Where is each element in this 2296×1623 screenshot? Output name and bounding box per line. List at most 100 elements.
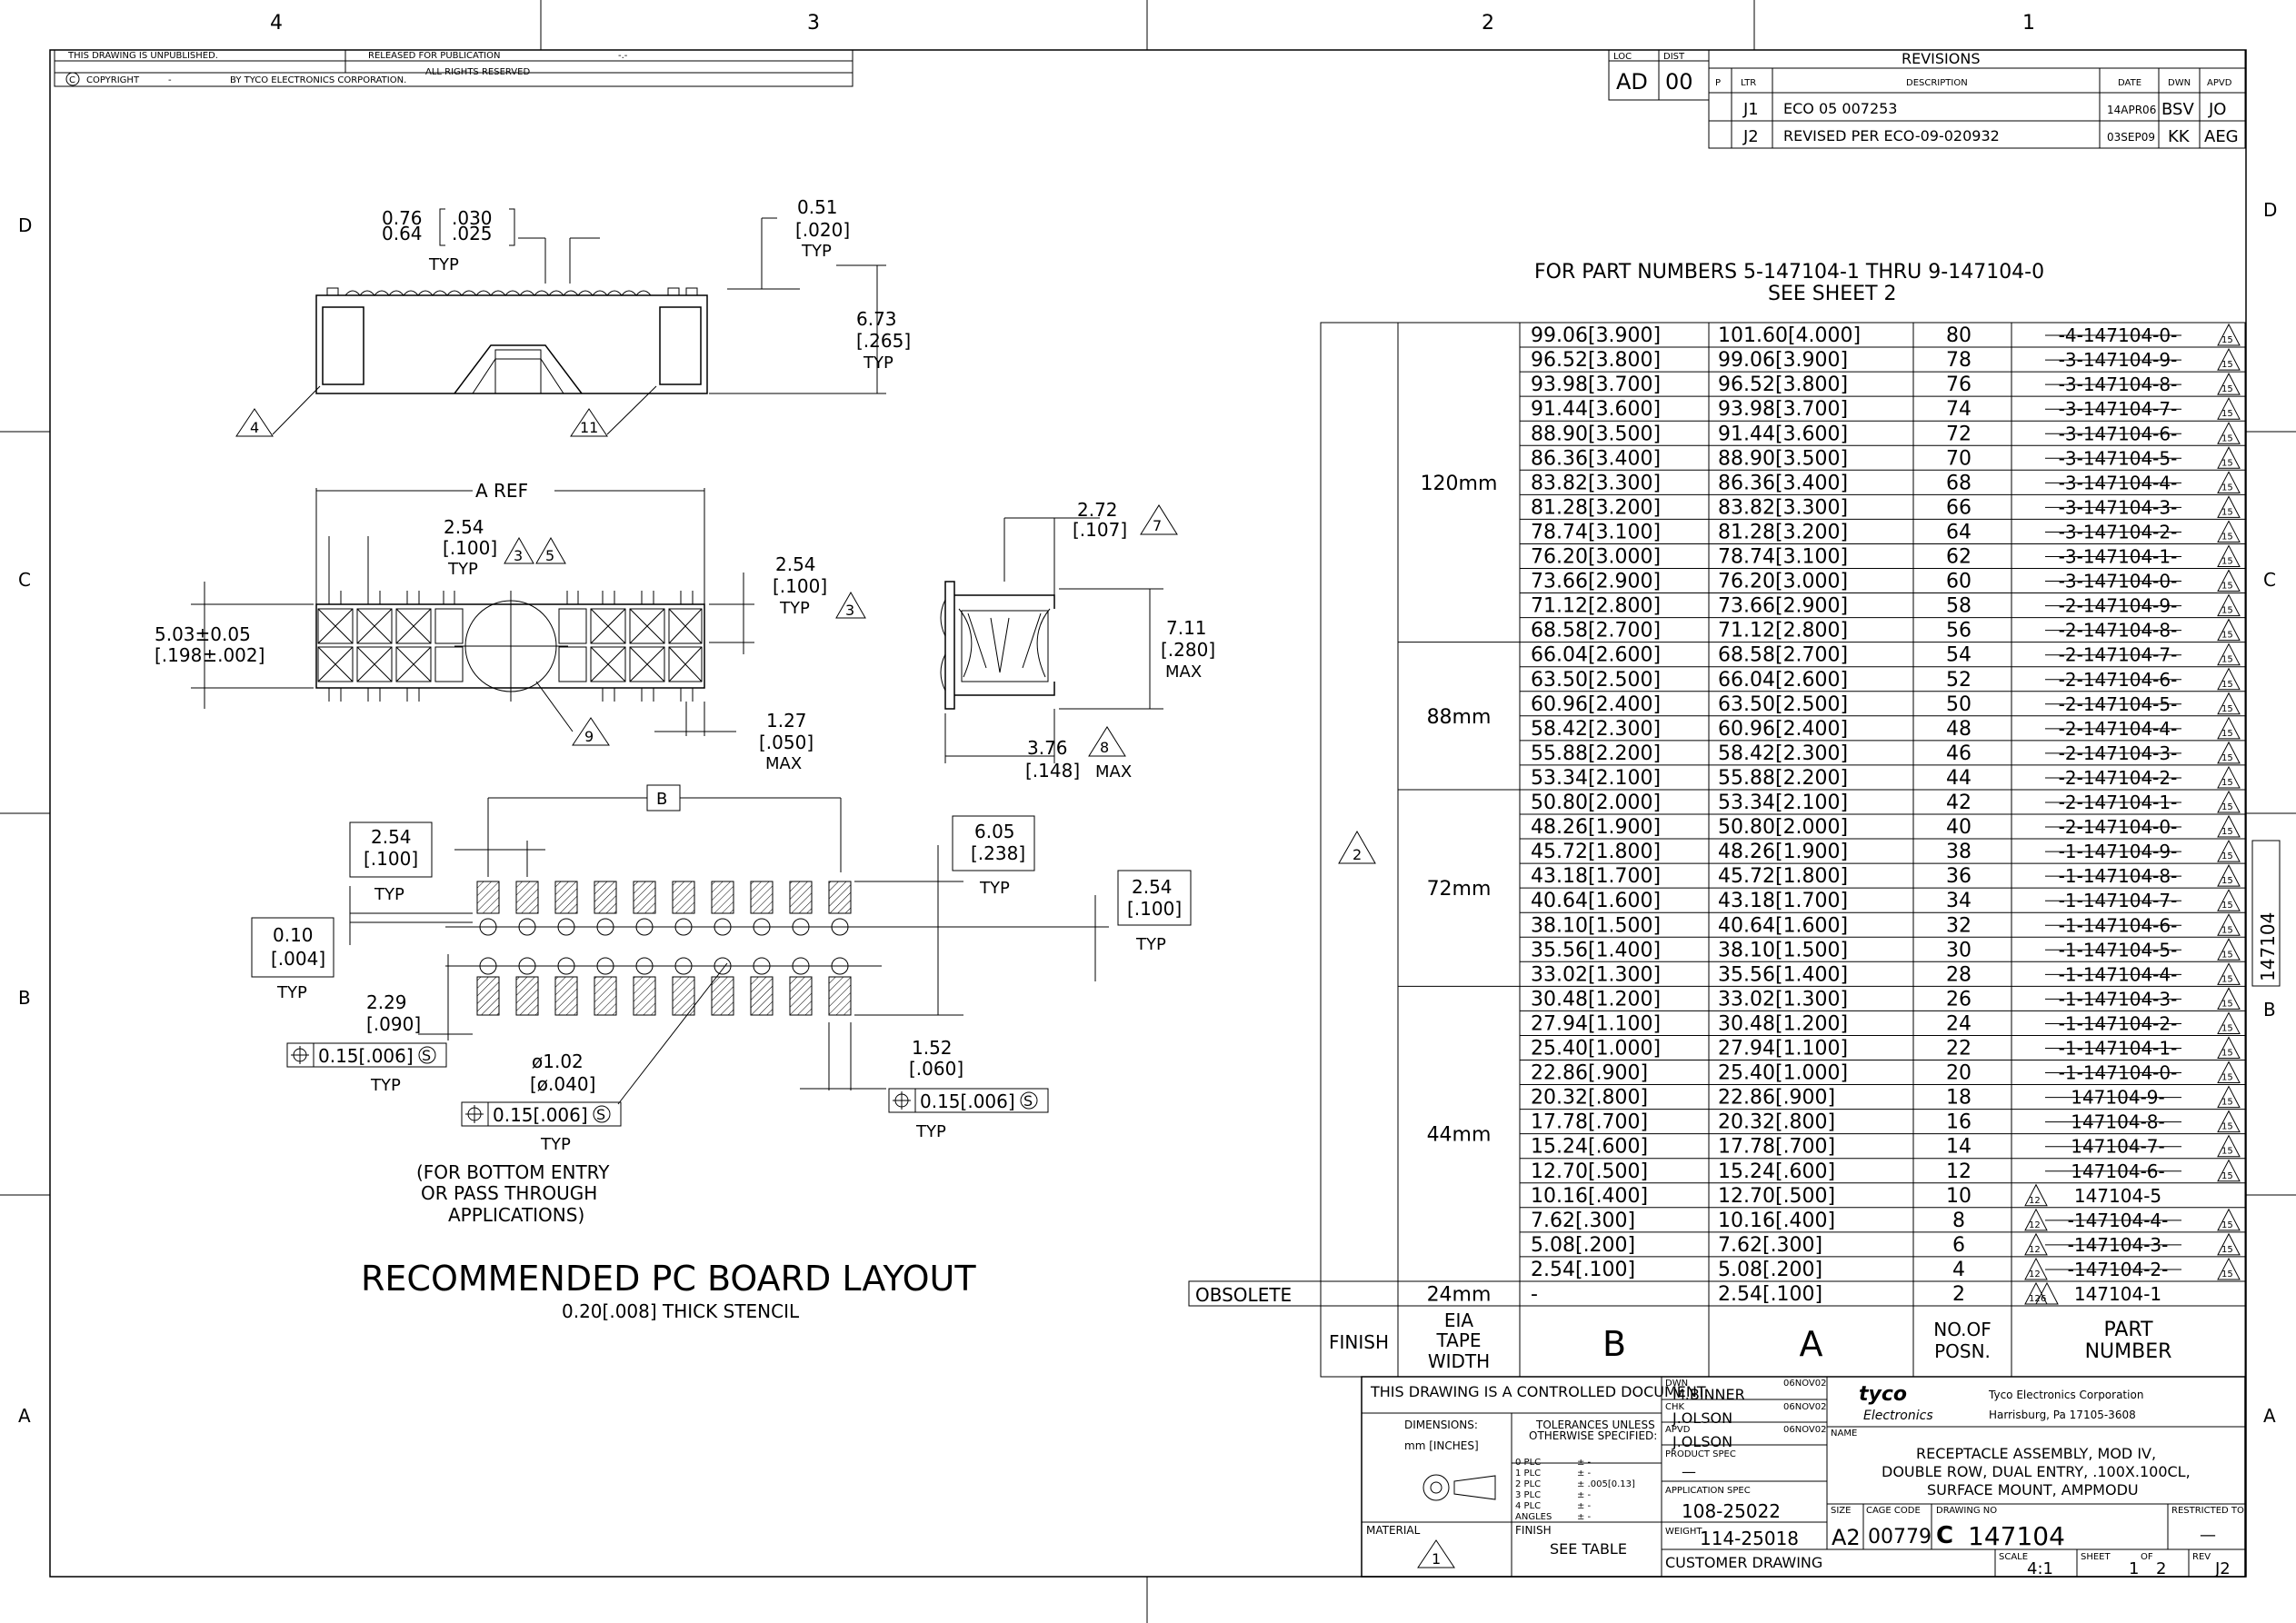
drawn-by: M.BINNER [1672, 1386, 1745, 1403]
tol-place-value: ± - [1577, 1469, 1592, 1479]
restricted-label: RESTRICTED TO [2171, 1506, 2244, 1516]
part-number-table: 99.06[3.900]101.60[4.000]80-4-147104-0-1… [1188, 322, 2246, 1378]
tol-place-value: ± - [1577, 1458, 1592, 1468]
table-cell-b: 50.80[2.000] [1531, 792, 1661, 814]
table-cell-posn: 56 [1946, 620, 1972, 642]
table-cell-b: 17.78[.700] [1531, 1111, 1648, 1134]
table-cell-b: 30.48[1.200] [1531, 988, 1661, 1011]
table-cell-b: 68.58[2.700] [1531, 620, 1661, 642]
table-cell-a: 68.58[2.700] [1718, 644, 1848, 667]
note-flag-15: 15 [2221, 532, 2233, 542]
dim-050: [.050] [759, 732, 814, 753]
table-cell-a: 71.12[2.800] [1718, 620, 1848, 642]
rev-head-date: DATE [2118, 78, 2141, 88]
table-cell-a: 96.52[3.800] [1718, 373, 1848, 396]
table-cell-posn: 38 [1946, 841, 1972, 863]
tape-width-group: 88mm [1427, 706, 1492, 729]
typ-label: TYP [276, 983, 307, 1002]
table-cell-a: 50.80[2.000] [1718, 816, 1848, 839]
table-cell-b: 20.32[.800] [1531, 1087, 1648, 1110]
note-flag-15: 15 [2221, 1147, 2233, 1157]
rev-head-desc: DESCRIPTION [1906, 78, 1968, 88]
tol-label-2: OTHERWISE SPECIFIED: [1529, 1429, 1657, 1442]
table-cell-posn: 18 [1946, 1087, 1972, 1110]
table-cell-a: 60.96[2.400] [1718, 718, 1848, 741]
table-cell-b: 53.34[2.100] [1531, 767, 1661, 790]
note-flag-15: 15 [2221, 680, 2233, 690]
note-flag-5: 5 [545, 547, 554, 564]
note-flag-7: 7 [1153, 517, 1162, 534]
table-cell-b: 27.94[1.100] [1531, 1012, 1661, 1035]
of-value: 2 [2156, 1559, 2166, 1578]
table-cell-posn: 20 [1946, 1062, 1972, 1085]
table-cell-b: 43.18[1.700] [1531, 865, 1661, 888]
note-flag-15: 15 [2221, 778, 2233, 788]
note-flag-6: 6 [2041, 1294, 2046, 1304]
note-flag-15: 15 [2221, 335, 2233, 345]
dim-127: 1.27 [766, 710, 807, 732]
note-flag-15: 15 [2221, 901, 2233, 911]
table-cell-posn: 8 [1952, 1210, 1965, 1232]
material-label: MATERIAL [1366, 1524, 1421, 1537]
table-cell-b: 7.62[.300] [1531, 1210, 1635, 1232]
note-flag-15: 15 [2221, 876, 2233, 886]
note-flag-15: 15 [2221, 606, 2233, 616]
note-flag-2: 2 [1353, 846, 1362, 863]
tol-place-label: 2 PLC [1515, 1479, 1541, 1489]
side-view: 2.72 [.107] 7 7.11 [.280] MAX 3.76 [.148… [940, 499, 1215, 782]
rev-row-apvd: JO [2208, 100, 2226, 119]
note-flag-15: 15 [2221, 557, 2233, 567]
table-cell-a: 78.74[3.100] [1718, 546, 1848, 569]
zone-top-4: 4 [270, 12, 283, 35]
rev-row-ltr: J2 [1742, 127, 1759, 146]
dim-272: 2.72 [1077, 499, 1118, 521]
note-flag-15: 15 [2221, 753, 2233, 763]
table-cell-b: 83.82[3.300] [1531, 472, 1661, 494]
table-cell-b: 35.56[1.400] [1531, 939, 1661, 961]
note-flag-15: 15 [2221, 1270, 2233, 1279]
released-text: RELEASED FOR PUBLICATION [368, 51, 500, 61]
table-cell-b: 38.10[1.500] [1531, 914, 1661, 937]
note-flag-15: 15 [2221, 974, 2233, 984]
stencil-note: 0.20[.008] THICK STENCIL [562, 1300, 800, 1322]
dim-376: 3.76 [1027, 737, 1068, 759]
pcb-layout: B 2.54 [.1 [251, 784, 1192, 1322]
typ-label: TYP [1135, 935, 1166, 954]
finish-label: FINISH [1515, 1524, 1552, 1537]
dim-152: 1.52 [912, 1037, 953, 1059]
zone-side-b-right: B [2263, 999, 2276, 1021]
dim-051: 0.51 [797, 196, 838, 218]
product-spec-value: — [1682, 1463, 1696, 1480]
rev-row-apvd: AEG [2204, 127, 2239, 146]
note-flag-15: 15 [2221, 1220, 2233, 1230]
note-flag-15: 15 [2221, 409, 2233, 419]
note-flag-12: 12 [2029, 1270, 2041, 1279]
table-cell-b: 40.64[1.600] [1531, 890, 1661, 912]
head-b: B [1602, 1324, 1626, 1364]
table-cell-posn: 2 [1952, 1283, 1965, 1306]
zone-side-c: C [18, 569, 31, 591]
table-cell-a: 12.70[.500] [1718, 1185, 1835, 1208]
title-line-1: RECEPTACLE ASSEMBLY, MOD IV, [1916, 1445, 2156, 1462]
table-cell-b: 2.54[.100] [1531, 1259, 1635, 1281]
table-cell-posn: 16 [1946, 1111, 1972, 1134]
table-cell-b: 81.28[3.200] [1531, 496, 1661, 519]
head-part: PART [2103, 1319, 2153, 1341]
pcb-layout-title: RECOMMENDED PC BOARD LAYOUT [361, 1259, 976, 1299]
table-cell-a: 45.72[1.800] [1718, 865, 1848, 888]
note-flag-12: 12 [2029, 1196, 2041, 1206]
zone-top-2: 2 [1482, 12, 1494, 35]
note-flag-15: 15 [2221, 384, 2233, 394]
table-cell-a: 55.88[2.200] [1718, 767, 1848, 790]
table-cell-a: 35.56[1.400] [1718, 963, 1848, 986]
rev-label: REV [2192, 1552, 2211, 1562]
note-flag-15: 15 [2221, 950, 2233, 960]
dim-148: [.148] [1025, 760, 1080, 782]
table-cell-b: 96.52[3.800] [1531, 349, 1661, 372]
table-cell-b: 88.90[3.500] [1531, 423, 1661, 445]
loc-dist-block: LOC AD DIST 00 [1608, 49, 1710, 101]
dim-605: 6.05 [974, 821, 1015, 842]
table-cell-a: 91.44[3.600] [1718, 423, 1848, 445]
table-cell-posn: 34 [1946, 890, 1972, 912]
